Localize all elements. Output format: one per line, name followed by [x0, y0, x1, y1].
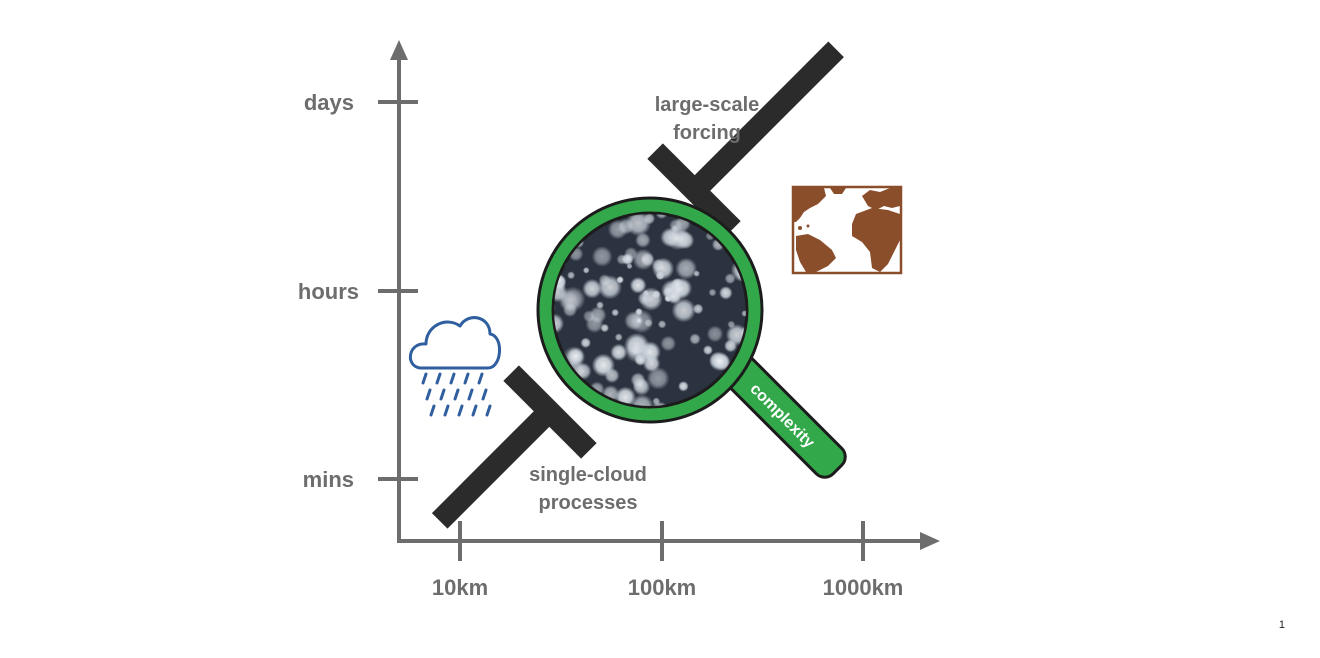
upper-scale-bracket — [647, 41, 844, 237]
single-cloud-label: single-cloud — [529, 464, 647, 486]
cloud-puff — [582, 267, 590, 274]
map-europe — [862, 188, 900, 210]
map-greenland — [830, 188, 846, 194]
cloud-puff — [723, 395, 737, 406]
map-africa — [852, 208, 900, 272]
axes — [378, 40, 940, 561]
lens-handle: complexity — [715, 347, 847, 479]
rain-drops — [421, 372, 492, 417]
x-tick-label-10km: 10km — [432, 575, 488, 600]
cloud-puff — [702, 345, 713, 356]
cloud-puff — [652, 397, 661, 406]
y-tick-label-mins: mins — [303, 467, 354, 492]
cloud-puff — [657, 320, 667, 329]
cloud-puff — [678, 381, 689, 392]
cloud-puff — [724, 339, 738, 353]
y-axis-arrow — [390, 40, 408, 60]
cloud-puff — [566, 347, 585, 366]
cloud-puff — [632, 377, 648, 393]
y-tick-label-days: days — [304, 90, 354, 115]
x-axis-arrow — [920, 532, 940, 550]
rain-cloud-icon — [409, 316, 501, 417]
x-tick-label-100km: 100km — [628, 575, 697, 600]
cloud-puff — [665, 225, 690, 251]
cloud-puff — [635, 317, 642, 324]
cloud-puff — [637, 291, 651, 306]
cloud-puff — [642, 354, 661, 373]
lower-bracket-crossbar — [503, 365, 597, 459]
cloud-puff — [629, 276, 647, 294]
cloud-puff — [610, 343, 628, 361]
lower-bracket-stem — [431, 396, 565, 529]
cloud-puff — [585, 314, 604, 333]
cloud-puff — [616, 254, 628, 265]
cloud-puff — [706, 325, 724, 343]
cloud-puff — [652, 257, 675, 280]
cloud-puff — [558, 290, 580, 312]
cloud-puff — [719, 286, 733, 300]
cloud-puff — [671, 298, 696, 323]
cloud-puff — [596, 301, 604, 310]
cloud-puff — [607, 219, 628, 240]
cloud-puff — [580, 337, 591, 349]
lower-scale-bracket — [431, 365, 597, 529]
large-scale-label: large-scale — [655, 94, 760, 116]
cloud-puff — [709, 351, 730, 372]
cloud-puff — [567, 271, 576, 280]
cloud-puff — [736, 214, 746, 215]
magnifying-glass-icon: complexity — [536, 196, 847, 479]
processes-label: processes — [539, 492, 638, 514]
cloud-puff — [741, 310, 746, 317]
cloud-puff — [630, 394, 654, 406]
page-number: 1 — [1278, 619, 1285, 631]
cloud-puff — [675, 257, 698, 280]
upper-bracket-crossbar — [647, 143, 741, 237]
cloud-puff — [591, 246, 613, 267]
cloud-puff — [614, 333, 623, 342]
cloud-puff — [582, 278, 602, 299]
cloud-puff — [597, 275, 622, 300]
cloud-puff — [611, 308, 619, 317]
cloud-puff — [708, 288, 717, 297]
world-map-icon — [791, 185, 903, 275]
map-south-america — [796, 234, 836, 272]
forcing-label: forcing — [673, 122, 741, 144]
y-tick-label-hours: hours — [298, 279, 359, 304]
x-tick-label-1000km: 1000km — [823, 575, 904, 600]
cloud-puff — [660, 335, 677, 352]
cloud-puff — [655, 214, 668, 220]
cloud-puff — [646, 366, 670, 390]
cloud-puff — [632, 248, 655, 271]
cloud-puff — [604, 367, 620, 384]
cloud-puff — [692, 303, 704, 315]
cloud-puff — [635, 232, 651, 248]
cloud-puff — [689, 333, 701, 345]
upper-bracket-stem — [679, 41, 844, 206]
cloud-puff — [666, 277, 690, 301]
cloud-puff — [625, 341, 647, 363]
map-north-america — [794, 188, 826, 222]
cloud-puff — [564, 214, 586, 222]
